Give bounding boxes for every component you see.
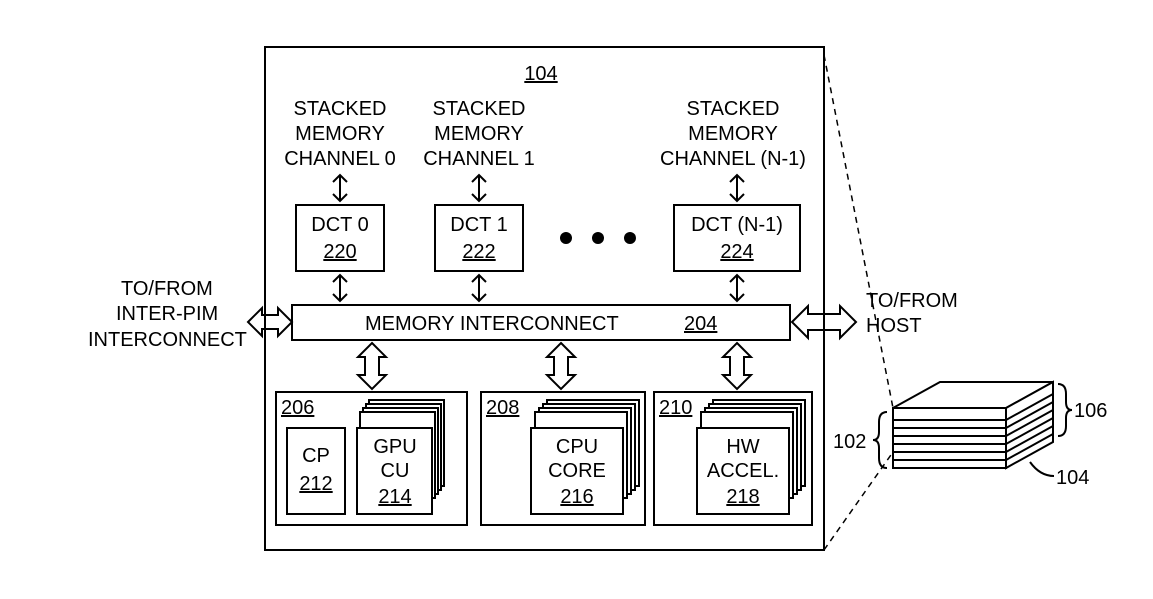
svg-text:222: 222 bbox=[462, 241, 495, 263]
dct-1-box: DCT 1 222 bbox=[434, 204, 524, 272]
svg-text:224: 224 bbox=[720, 241, 753, 263]
svg-text:204: 204 bbox=[684, 313, 717, 335]
svg-text:STACKED: STACKED bbox=[294, 98, 387, 120]
svg-text:210: 210 bbox=[659, 397, 692, 419]
brace-102 bbox=[872, 411, 888, 469]
svg-text:DCT 1: DCT 1 bbox=[450, 214, 507, 236]
svg-text:HOST: HOST bbox=[866, 315, 922, 337]
svg-text:GPU: GPU bbox=[373, 436, 416, 458]
svg-text:CU: CU bbox=[381, 460, 410, 482]
svg-text:CHANNEL (N-1): CHANNEL (N-1) bbox=[660, 148, 806, 170]
dct-n-1-box: DCT (N-1) 224 bbox=[673, 204, 801, 272]
arrow-channel1-dct1 bbox=[471, 173, 487, 203]
stack-ref-102: 102 bbox=[833, 431, 866, 453]
svg-text:TO/FROM: TO/FROM bbox=[121, 278, 213, 300]
leader-104 bbox=[1029, 461, 1055, 477]
memory-channel-0-label: STACKED MEMORY CHANNEL 0 bbox=[284, 98, 396, 170]
memory-interconnect-bar: MEMORY INTERCONNECT 204 bbox=[291, 304, 791, 341]
svg-text:STACKED: STACKED bbox=[687, 98, 780, 120]
svg-text:TO/FROM: TO/FROM bbox=[866, 290, 958, 312]
arrow-channeln-dctn bbox=[729, 173, 745, 203]
stacked-dies-illustration bbox=[892, 380, 1054, 470]
host-double-arrow bbox=[790, 303, 858, 341]
svg-text:INTERCONNECT: INTERCONNECT bbox=[88, 329, 247, 351]
svg-text:MEMORY: MEMORY bbox=[295, 123, 385, 145]
svg-text:MEMORY INTERCONNECT: MEMORY INTERCONNECT bbox=[365, 313, 619, 335]
arrow-dct1-interconnect bbox=[471, 273, 487, 303]
arrow-interconnect-group206 bbox=[355, 341, 389, 391]
svg-text:206: 206 bbox=[281, 397, 314, 419]
zoom-dashed-lines bbox=[823, 54, 894, 551]
svg-text:CHANNEL 0: CHANNEL 0 bbox=[284, 148, 396, 170]
svg-text:STACKED: STACKED bbox=[433, 98, 526, 120]
host-label: TO/FROM HOST bbox=[866, 290, 958, 337]
memory-channel-1-label: STACKED MEMORY CHANNEL 1 bbox=[423, 98, 535, 170]
svg-text:MEMORY: MEMORY bbox=[434, 123, 524, 145]
svg-text:DCT (N-1): DCT (N-1) bbox=[691, 214, 783, 236]
svg-text:INTER-PIM: INTER-PIM bbox=[116, 303, 218, 325]
stack-ref-104: 104 bbox=[1056, 467, 1089, 489]
arrow-dct0-interconnect bbox=[332, 273, 348, 303]
svg-text:ACCEL.: ACCEL. bbox=[707, 460, 779, 482]
ellipsis-dots bbox=[560, 232, 636, 244]
svg-text:MEMORY: MEMORY bbox=[688, 123, 778, 145]
svg-text:CP: CP bbox=[302, 445, 330, 467]
arrow-dctn-interconnect bbox=[729, 273, 745, 303]
svg-text:216: 216 bbox=[560, 486, 593, 508]
inter-pim-double-arrow bbox=[246, 305, 294, 339]
brace-106 bbox=[1057, 383, 1073, 437]
dct-0-box: DCT 0 220 bbox=[295, 204, 385, 272]
svg-text:220: 220 bbox=[323, 241, 356, 263]
hw-accel-218-stack: HW ACCEL. 218 bbox=[696, 399, 806, 515]
arrow-channel0-dct0 bbox=[332, 173, 348, 203]
memory-channel-n-1-label: STACKED MEMORY CHANNEL (N-1) bbox=[660, 98, 806, 170]
svg-text:DCT 0: DCT 0 bbox=[311, 214, 368, 236]
svg-text:CHANNEL 1: CHANNEL 1 bbox=[423, 148, 535, 170]
svg-text:CPU: CPU bbox=[556, 436, 598, 458]
svg-text:CORE: CORE bbox=[548, 460, 606, 482]
inter-pim-label: TO/FROM INTER-PIM INTERCONNECT bbox=[88, 278, 247, 351]
cp-212-box: CP 212 bbox=[286, 427, 346, 515]
svg-text:208: 208 bbox=[486, 397, 519, 419]
svg-text:214: 214 bbox=[378, 486, 411, 508]
arrow-interconnect-group210 bbox=[720, 341, 754, 391]
gpu-cu-214-stack: GPU CU 214 bbox=[356, 399, 445, 515]
svg-text:HW: HW bbox=[726, 436, 759, 458]
arrow-interconnect-group208 bbox=[544, 341, 578, 391]
module-ref: 104 bbox=[524, 63, 557, 85]
cpu-core-216-stack: CPU CORE 216 bbox=[530, 399, 640, 515]
svg-text:218: 218 bbox=[726, 486, 759, 508]
svg-text:212: 212 bbox=[299, 473, 332, 495]
stack-ref-106: 106 bbox=[1074, 400, 1107, 422]
